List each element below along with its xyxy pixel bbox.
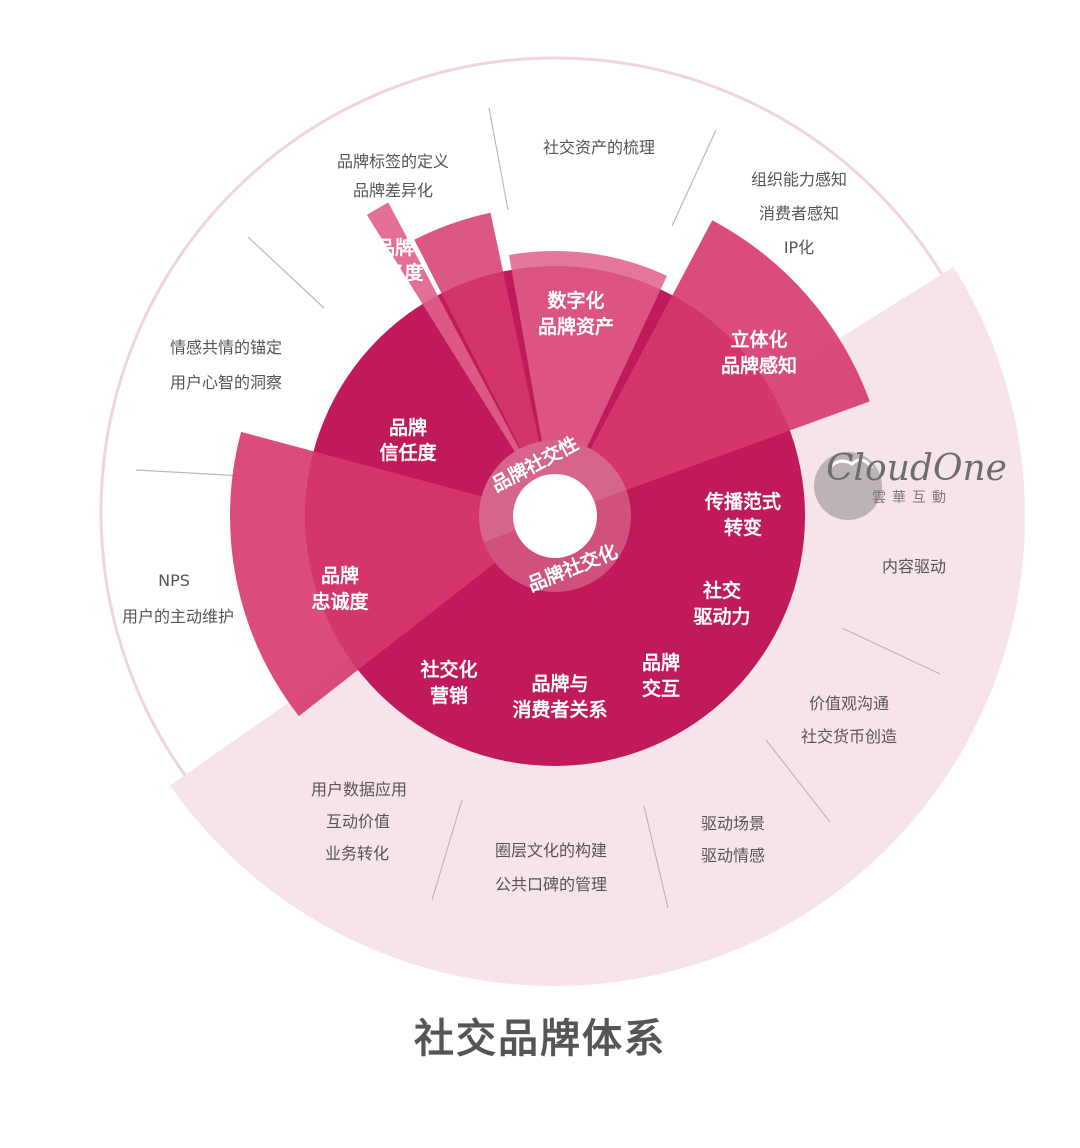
- segment-label-line1: 数字化: [547, 289, 604, 312]
- segment-label-line1: 社交化: [419, 658, 477, 681]
- segment-label-line2: 知名度: [366, 261, 424, 284]
- core-ring-upper: [479, 440, 627, 542]
- annotation-line: 驱动情感: [701, 846, 765, 865]
- annotation-line: 品牌标签的定义: [337, 152, 449, 171]
- diagram-title: 社交品牌体系: [414, 1016, 666, 1062]
- annotation-line: 品牌差异化: [353, 181, 433, 200]
- segment-social-drive: 社交 驱动力: [693, 579, 750, 628]
- annotation-empathy: 情感共情的锚定 用户心智的洞察: [170, 338, 282, 392]
- segment-digital-assets: 数字化 品牌资产: [538, 289, 614, 338]
- divider-line: [247, 236, 325, 309]
- divider-line: [135, 469, 245, 477]
- segment-label-line1: 品牌: [376, 236, 414, 259]
- social-brand-diagram: 品牌社交性 品牌社交化 品牌 知名度 数字化 品牌资产 立体化 品牌感知 品牌 …: [99, 56, 1025, 986]
- annotation-nps: NPS 用户的主动维护: [122, 571, 234, 626]
- segment-label-line2: 忠诚度: [311, 590, 369, 613]
- segment-label-line1: 品牌: [389, 416, 427, 439]
- logo-cloud-icon: [814, 452, 882, 520]
- segment-label-line1: 品牌: [321, 564, 359, 587]
- annotation-line: 消费者感知: [759, 204, 839, 223]
- annotation-values: 价值观沟通 社交货币创造: [801, 694, 897, 746]
- annotation-user-data: 用户数据应用 互动价值 业务转化: [311, 780, 407, 863]
- divider-line: [765, 739, 831, 823]
- logo-subtitle: 雲華互動: [872, 490, 952, 506]
- annotation-line: 内容驱动: [882, 557, 946, 576]
- logo-name: CloudOne: [826, 448, 1007, 489]
- annotation-asset-sorting: 社交资产的梳理: [543, 138, 655, 157]
- segment-paradigm-shift: 传播范式 转变: [704, 490, 781, 539]
- cloudone-logo: CloudOne 雲華互動: [814, 448, 1007, 520]
- core-hole: [513, 474, 597, 558]
- segment-label-line1: 品牌与: [531, 672, 588, 695]
- segment-label-line2: 交互: [642, 677, 680, 700]
- annotation-line: 互动价值: [326, 812, 390, 831]
- annotation-line: 驱动场景: [701, 814, 765, 833]
- segment-label-line2: 品牌感知: [721, 354, 797, 377]
- segment-social-marketing: 社交化 营销: [419, 658, 477, 707]
- annotation-line: IP化: [784, 238, 814, 257]
- annotation-scene: 驱动场景 驱动情感: [701, 814, 765, 865]
- segment-consumer-relation: 品牌与 消费者关系: [512, 672, 607, 721]
- annotation-line: 用户心智的洞察: [170, 373, 282, 392]
- segment-label-line2: 驱动力: [693, 605, 750, 628]
- segment-brand-perception: 立体化 品牌感知: [721, 328, 797, 377]
- logo-swirl-icon: [826, 458, 874, 471]
- segment-brand-trust: 品牌 信任度: [379, 416, 437, 464]
- segment-label-line2: 转变: [724, 516, 762, 539]
- segment-label-line1: 社交: [702, 579, 741, 602]
- annotation-line: 业务转化: [325, 844, 389, 863]
- segment-brand-interaction: 品牌 交互: [642, 651, 680, 700]
- annotation-perception: 组织能力感知 消费者感知 IP化: [751, 170, 847, 257]
- segment-label-line2: 营销: [430, 684, 468, 707]
- segment-label-line1: 传播范式: [704, 490, 781, 513]
- annotation-line: 用户的主动维护: [122, 607, 234, 626]
- wedge-brand-awareness-thin: [366, 202, 527, 466]
- annotation-line: 社交货币创造: [801, 727, 897, 746]
- annotation-line: 社交资产的梳理: [543, 138, 655, 157]
- divider-line: [643, 805, 669, 909]
- wedge-digital-assets: [508, 250, 667, 462]
- segment-brand-loyalty: 品牌 忠诚度: [311, 564, 369, 613]
- segment-label-line1: 品牌: [642, 651, 680, 674]
- annotation-content-drive: 内容驱动: [882, 557, 946, 576]
- divider-lines: [135, 107, 941, 909]
- annotation-circle-culture: 圈层文化的构建 公共口碑的管理: [495, 841, 607, 894]
- annotation-line: 圈层文化的构建: [495, 841, 607, 860]
- annotation-line: 价值观沟通: [809, 694, 889, 713]
- wedge-brand-perception: [583, 220, 870, 496]
- annotation-line: 情感共情的锚定: [170, 338, 282, 357]
- divider-line: [671, 129, 717, 227]
- segment-label-line2: 消费者关系: [512, 698, 607, 721]
- segment-label-line2: 信任度: [379, 441, 437, 464]
- annotation-label-definition: 品牌标签的定义 品牌差异化: [337, 152, 449, 200]
- divider-line: [431, 799, 463, 901]
- annotation-line: 组织能力感知: [751, 170, 847, 189]
- segment-label-line2: 品牌资产: [538, 315, 614, 338]
- annotation-line: 公共口碑的管理: [495, 875, 607, 894]
- wedge-brand-awareness: [414, 212, 543, 463]
- divider-line: [488, 107, 509, 211]
- annotation-line: 用户数据应用: [311, 780, 407, 799]
- segment-label-line1: 立体化: [730, 328, 787, 351]
- divider-line: [841, 627, 941, 675]
- annotation-line: NPS: [158, 571, 190, 590]
- wedge-brand-loyalty: [230, 431, 508, 717]
- segment-brand-awareness: 品牌 知名度: [366, 236, 424, 284]
